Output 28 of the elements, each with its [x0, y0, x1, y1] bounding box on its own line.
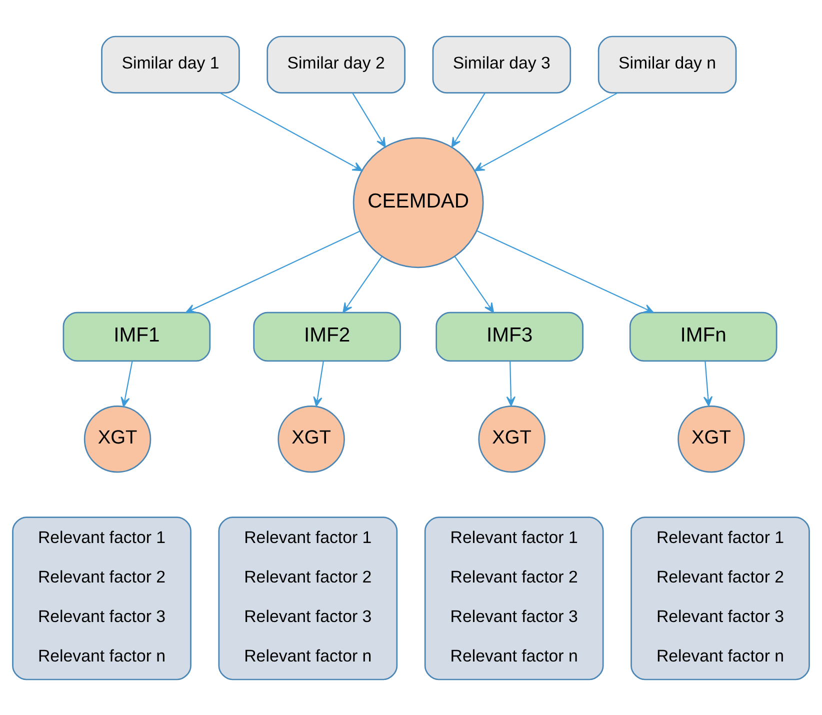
node-box: Relevant factor 1 Relevant factor 2 Relevant factor 3 Relevant factor n: [12, 516, 192, 680]
node-circle: XGT: [678, 404, 745, 472]
node-circle: XGT: [478, 404, 546, 472]
arrow: [120, 360, 133, 407]
node-box: Relevant factor 1 Relevant factor 2 Relevant factor 3 Relevant factor n: [630, 516, 810, 680]
arrow: [313, 360, 324, 406]
node-box: IMF3: [436, 311, 584, 362]
arrow: [342, 256, 382, 312]
node-box: Similar day 3: [432, 35, 572, 93]
node-circle: XGT: [278, 404, 345, 472]
arrow: [352, 92, 386, 147]
node-box: Similar day 2: [266, 35, 406, 93]
arrow: [185, 230, 360, 313]
node-box: IMFn: [629, 311, 778, 362]
arrow: [474, 92, 618, 171]
node-circle: XGT: [84, 404, 152, 472]
node-box: Relevant factor 1 Relevant factor 2 Relevant factor 3 Relevant factor n: [218, 516, 398, 680]
arrow: [451, 92, 486, 147]
arrow: [220, 92, 362, 171]
node-box: Similar day 1: [101, 35, 240, 93]
arrow: [476, 230, 654, 312]
node-box: Relevant factor 1 Relevant factor 2 Relevant factor 3 Relevant factor n: [424, 516, 604, 680]
node-box: IMF2: [253, 311, 401, 362]
arrow: [506, 360, 516, 406]
arrow: [703, 360, 713, 406]
node-box: Similar day n: [598, 35, 737, 93]
node-box: IMF1: [62, 311, 211, 362]
arrow: [454, 256, 494, 312]
